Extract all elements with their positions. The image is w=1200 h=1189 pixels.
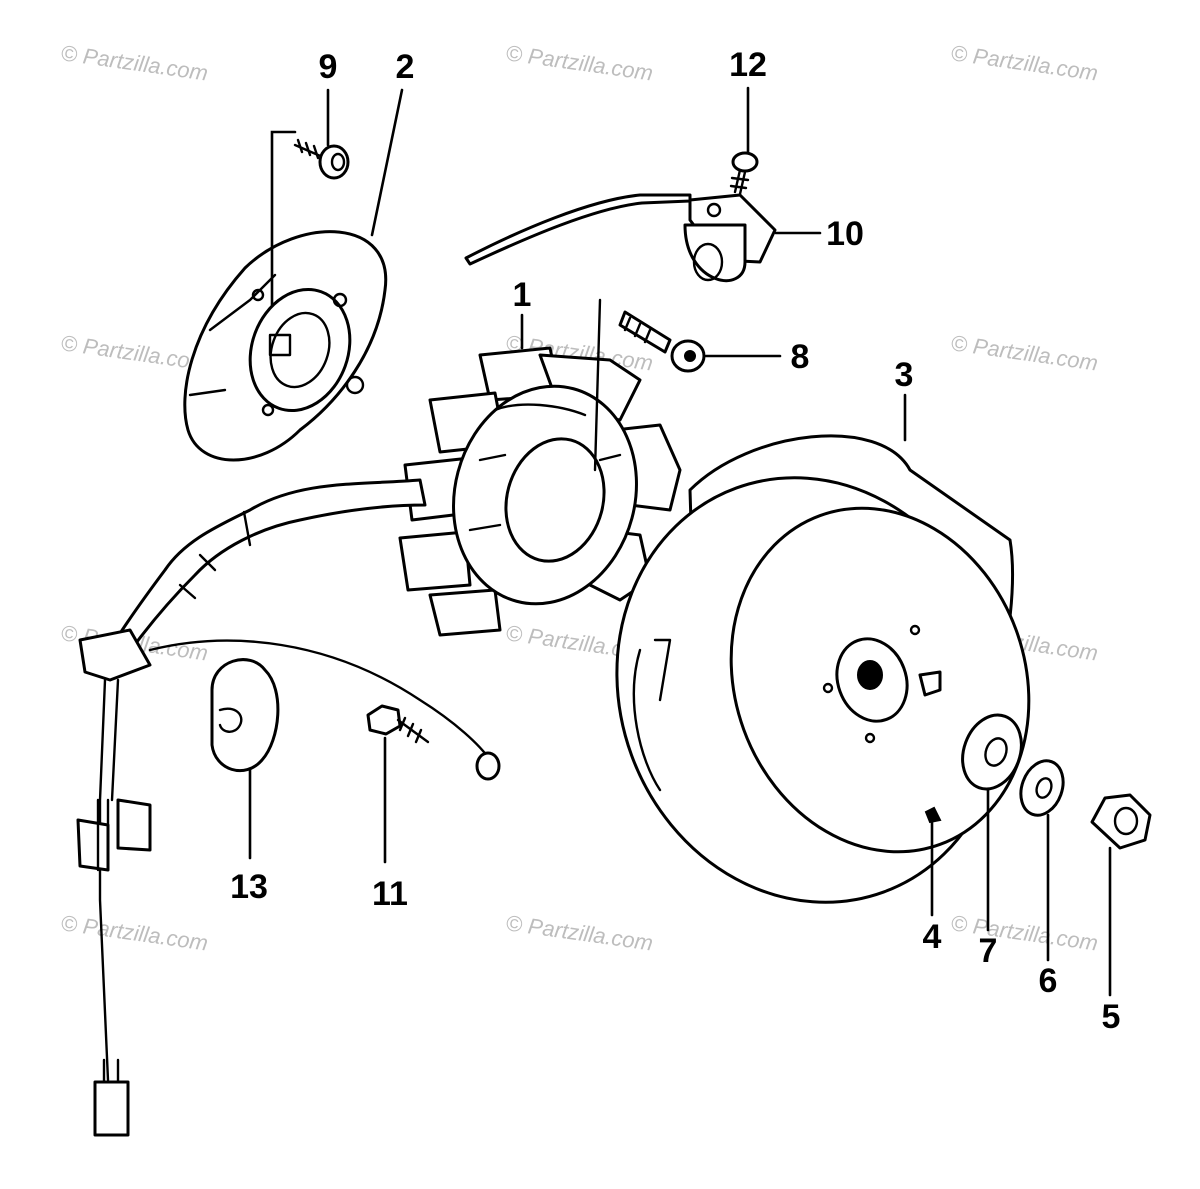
part-13-grommet[interactable] bbox=[210, 658, 280, 773]
part-10-pickup-coil[interactable] bbox=[464, 193, 777, 283]
wire-harness[interactable] bbox=[76, 478, 501, 1137]
part-4-key[interactable] bbox=[924, 806, 942, 824]
part-5-nut[interactable] bbox=[1090, 793, 1152, 850]
callout-4: 4 bbox=[923, 918, 942, 956]
callout-7: 7 bbox=[979, 932, 998, 970]
part-7-washer[interactable] bbox=[953, 707, 1032, 798]
callout-8: 8 bbox=[791, 338, 810, 376]
leader-2 bbox=[370, 88, 404, 237]
callout-9: 9 bbox=[319, 48, 338, 86]
watermark: © Partzilla.com bbox=[949, 910, 1099, 955]
callout-5: 5 bbox=[1102, 998, 1121, 1036]
leader-lines bbox=[248, 86, 1112, 997]
watermark: © Partzilla.com bbox=[59, 40, 209, 85]
part-3-flywheel[interactable] bbox=[558, 423, 1076, 957]
part-11-bolt[interactable] bbox=[366, 704, 430, 744]
watermark: © Partzilla.com bbox=[949, 40, 1099, 85]
watermark: © Partzilla.com bbox=[59, 910, 209, 955]
callouts: 1 2 3 4 5 6 7 8 9 10 11 12 13 bbox=[230, 46, 1120, 1036]
callout-12: 12 bbox=[729, 46, 767, 84]
callout-3: 3 bbox=[895, 356, 914, 394]
callout-2: 2 bbox=[396, 48, 415, 86]
callout-11: 11 bbox=[372, 875, 408, 913]
part-2-plate[interactable] bbox=[183, 230, 388, 462]
part-9-screw[interactable] bbox=[293, 138, 350, 180]
callout-1: 1 bbox=[513, 276, 532, 314]
part-8-bolt[interactable] bbox=[593, 298, 706, 472]
callout-6: 6 bbox=[1039, 962, 1058, 1000]
part-6-lock-washer[interactable] bbox=[1014, 755, 1071, 821]
watermark: © Partzilla.com bbox=[949, 330, 1099, 375]
part-12-screw[interactable] bbox=[729, 151, 759, 196]
watermark: © Partzilla.com bbox=[59, 330, 209, 375]
callout-13: 13 bbox=[230, 868, 268, 906]
watermark: © Partzilla.com bbox=[504, 910, 654, 955]
watermark: © Partzilla.com bbox=[504, 40, 654, 85]
callout-10: 10 bbox=[826, 215, 864, 253]
leader-9-bracket bbox=[270, 130, 297, 307]
